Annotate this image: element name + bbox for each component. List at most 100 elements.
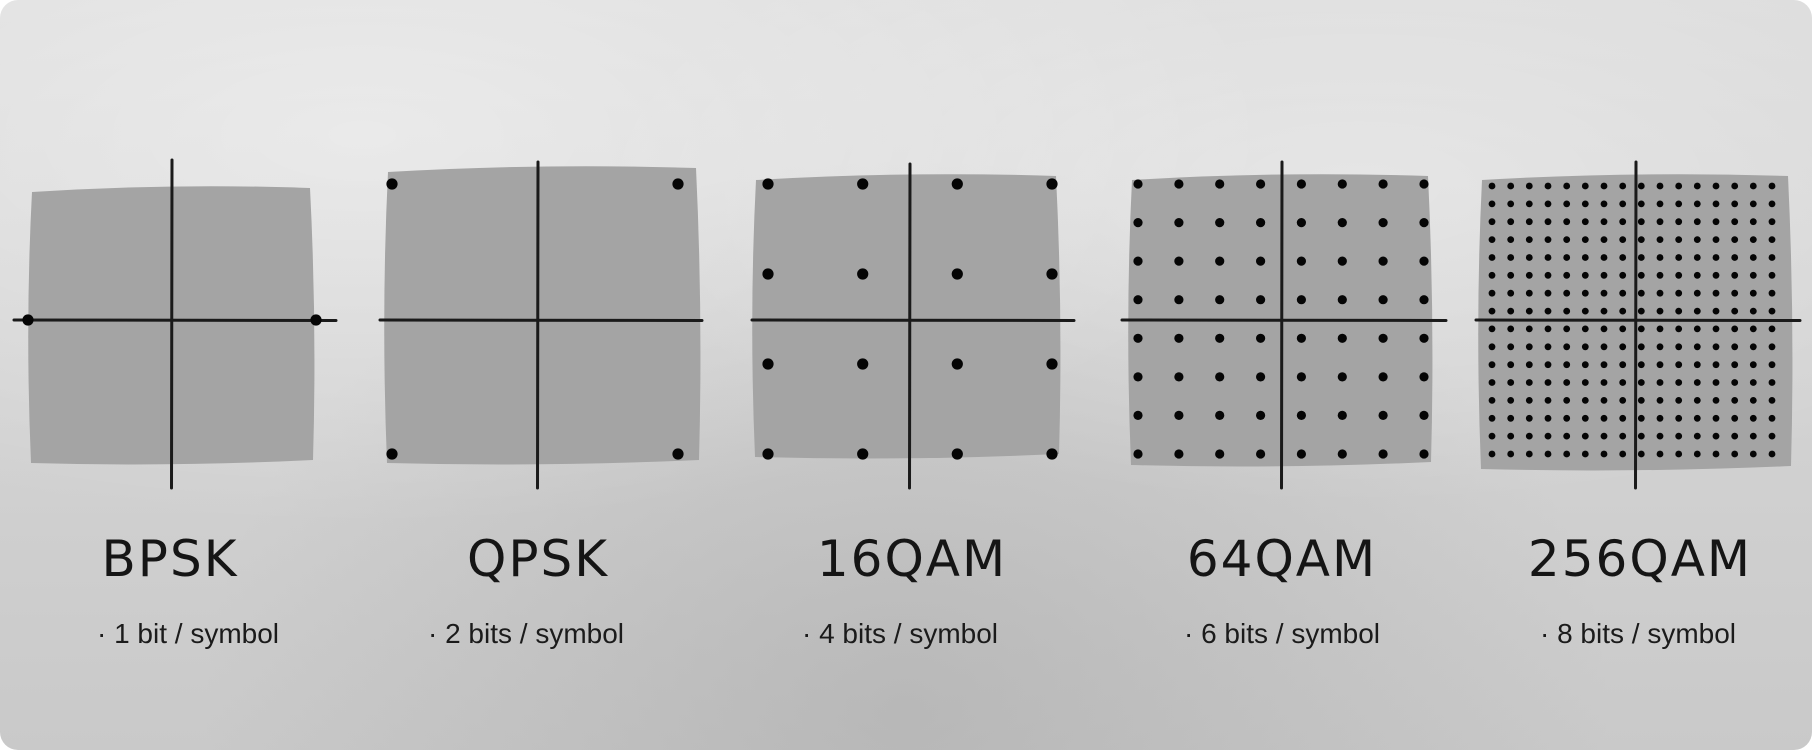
symbol-point-256qam: [1563, 271, 1571, 279]
complex-plane-16qam: [752, 174, 1061, 459]
symbol-point-256qam: [1488, 236, 1496, 244]
symbol-point-64qam: [1337, 256, 1347, 266]
symbol-point-qpsk: [386, 448, 398, 460]
symbol-point-64qam: [1378, 256, 1388, 266]
symbol-point-qpsk: [386, 178, 398, 190]
symbol-point-256qam: [1731, 182, 1739, 190]
symbol-point-256qam: [1749, 289, 1757, 297]
in-phase-axis-16qam: [750, 318, 1076, 322]
symbol-point-64qam: [1337, 218, 1347, 228]
symbol-point-256qam: [1563, 289, 1571, 297]
symbol-point-qpsk: [672, 178, 684, 190]
symbol-point-256qam: [1656, 271, 1664, 279]
symbol-point-64qam: [1174, 372, 1184, 382]
bits-label-256qam: · 8 bits / symbol: [1539, 618, 1737, 649]
symbol-point-256qam: [1488, 325, 1496, 333]
symbol-point-256qam: [1600, 236, 1608, 244]
symbol-point-64qam: [1296, 372, 1306, 382]
symbol-point-256qam: [1731, 254, 1739, 261]
symbol-point-256qam: [1712, 182, 1720, 190]
symbol-point-256qam: [1600, 307, 1608, 315]
symbol-point-256qam: [1768, 182, 1776, 190]
symbol-point-256qam: [1749, 432, 1757, 440]
symbol-point-256qam: [1581, 432, 1589, 440]
symbol-point-64qam: [1296, 218, 1306, 228]
symbol-point-256qam: [1619, 397, 1627, 404]
symbol-point-256qam: [1525, 254, 1533, 261]
symbol-point-64qam: [1419, 333, 1429, 343]
symbol-point-64qam: [1174, 410, 1184, 420]
symbol-point-64qam: [1133, 256, 1143, 266]
symbol-point-256qam: [1488, 289, 1496, 297]
symbol-point-256qam: [1675, 254, 1683, 261]
symbol-point-64qam: [1133, 218, 1143, 228]
symbol-point-256qam: [1619, 379, 1627, 386]
symbol-point-256qam: [1544, 379, 1552, 386]
symbol-point-256qam: [1507, 236, 1515, 244]
symbol-point-16qam: [951, 178, 963, 190]
symbol-point-256qam: [1731, 414, 1739, 422]
symbol-point-256qam: [1581, 379, 1589, 386]
symbol-point-256qam: [1637, 289, 1645, 297]
symbol-point-256qam: [1488, 254, 1496, 261]
quadrature-axis-bpsk: [170, 158, 174, 490]
symbol-point-256qam: [1581, 361, 1589, 369]
symbol-point-256qam: [1507, 271, 1515, 279]
symbol-point-64qam: [1256, 449, 1266, 459]
symbol-point-64qam: [1174, 295, 1184, 305]
quadrature-axis-16qam: [908, 162, 912, 490]
symbol-point-256qam: [1637, 397, 1645, 404]
symbol-point-256qam: [1749, 218, 1757, 226]
symbol-point-64qam: [1215, 179, 1225, 189]
symbol-point-64qam: [1419, 218, 1429, 228]
symbol-point-256qam: [1768, 450, 1776, 458]
symbol-point-256qam: [1525, 397, 1533, 404]
symbol-point-256qam: [1656, 450, 1664, 458]
symbol-point-256qam: [1656, 289, 1664, 297]
symbol-point-256qam: [1712, 450, 1720, 458]
symbol-point-256qam: [1693, 200, 1701, 208]
symbol-point-256qam: [1581, 236, 1589, 244]
symbol-point-256qam: [1637, 414, 1645, 422]
bits-label-16qam: · 4 bits / symbol: [801, 618, 999, 649]
symbol-point-256qam: [1768, 343, 1776, 351]
symbol-point-256qam: [1525, 307, 1533, 315]
symbol-point-64qam: [1378, 179, 1388, 189]
symbol-point-256qam: [1712, 289, 1720, 297]
symbol-point-16qam: [857, 178, 869, 190]
symbol-point-256qam: [1637, 200, 1645, 208]
symbol-point-256qam: [1581, 218, 1589, 226]
symbol-point-256qam: [1637, 182, 1645, 190]
symbol-point-256qam: [1619, 432, 1627, 440]
symbol-point-256qam: [1693, 236, 1701, 244]
symbol-point-256qam: [1693, 414, 1701, 422]
symbol-point-256qam: [1507, 379, 1515, 386]
scheme-name-qpsk: QPSK: [466, 530, 610, 588]
symbol-point-qpsk: [672, 448, 684, 460]
symbol-point-256qam: [1731, 200, 1739, 208]
symbol-point-16qam: [762, 358, 774, 370]
symbol-point-256qam: [1712, 218, 1720, 226]
symbol-point-16qam: [762, 178, 774, 190]
symbol-point-64qam: [1419, 372, 1429, 382]
symbol-point-64qam: [1215, 410, 1225, 420]
symbol-point-256qam: [1656, 361, 1664, 369]
symbol-point-256qam: [1619, 182, 1627, 190]
symbol-point-256qam: [1637, 218, 1645, 226]
symbol-point-256qam: [1768, 397, 1776, 404]
symbol-point-256qam: [1731, 397, 1739, 404]
symbol-point-256qam: [1544, 218, 1552, 226]
symbol-point-256qam: [1712, 236, 1720, 244]
symbol-point-64qam: [1378, 295, 1388, 305]
symbol-point-256qam: [1488, 182, 1496, 190]
symbol-point-256qam: [1507, 254, 1515, 261]
symbol-point-256qam: [1712, 343, 1720, 351]
symbol-point-256qam: [1637, 307, 1645, 315]
symbol-point-256qam: [1525, 218, 1533, 226]
symbol-point-256qam: [1488, 432, 1496, 440]
symbol-point-256qam: [1544, 414, 1552, 422]
symbol-point-256qam: [1563, 200, 1571, 208]
symbol-point-256qam: [1731, 289, 1739, 297]
in-phase-axis-qpsk: [378, 318, 704, 322]
